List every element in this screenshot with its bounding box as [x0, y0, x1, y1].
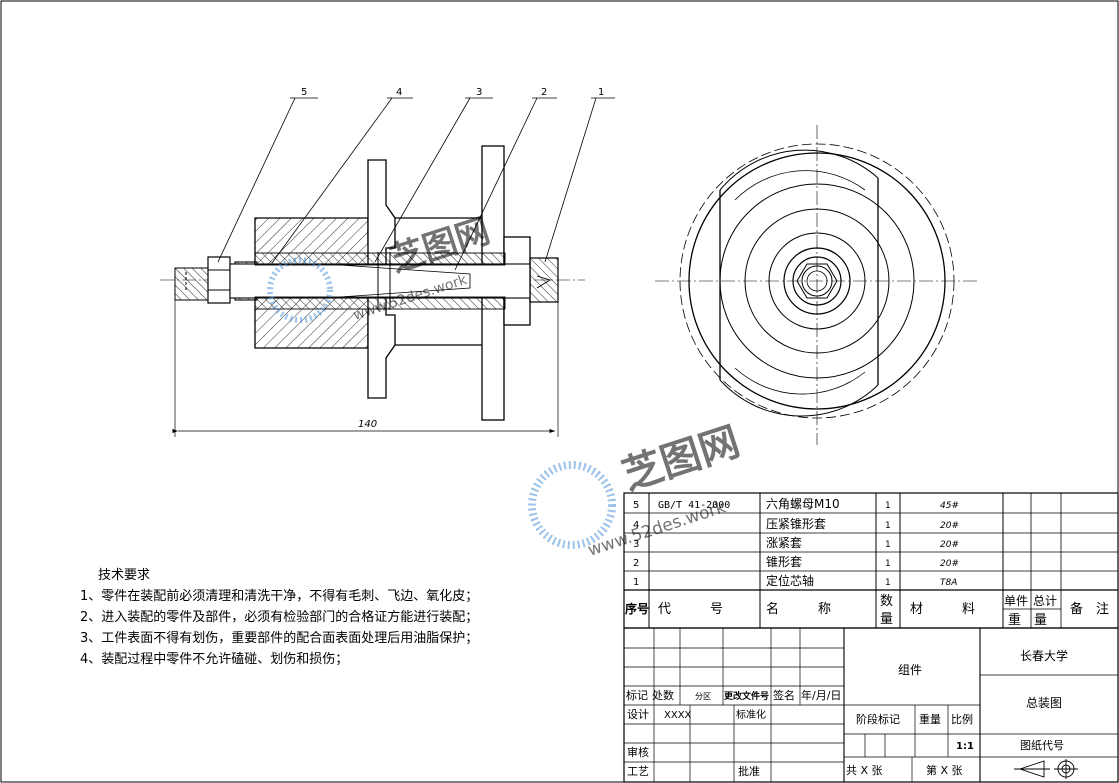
- bom-row: 3 涨紧套 1 20#: [633, 535, 959, 550]
- requirement-item: 4、装配过程中零件不允许磕碰、划伤和损伤；: [80, 652, 349, 667]
- end-view: [655, 125, 980, 445]
- bom-material: T8A: [940, 578, 957, 588]
- bom-name: 涨紧套: [766, 535, 802, 550]
- tb-mark: 标记: [626, 688, 648, 702]
- tb-scale-value: 1:1: [956, 741, 974, 752]
- tb-design: 设计: [627, 708, 649, 721]
- section-view: [160, 145, 585, 421]
- tb-sheet-no: 第 X 张: [926, 763, 963, 777]
- balloon-4: 4: [396, 87, 402, 98]
- tb-date: 年/月/日: [801, 688, 841, 702]
- tb-sheets-total: 共 X 张: [846, 764, 883, 777]
- bom-grid: [623, 492, 1119, 629]
- dimension-overall: [172, 300, 559, 437]
- bom-name: 定位芯轴: [766, 573, 814, 588]
- bom-qty: 1: [885, 540, 891, 550]
- balloon-numbers: 5 4 3 2 1: [301, 87, 604, 98]
- tb-check: 审核: [627, 745, 649, 759]
- tb-university: 长春大学: [1020, 648, 1068, 663]
- title-block-grid: [623, 627, 1119, 783]
- tb-drawing-name: 总装图: [1026, 696, 1062, 710]
- bom-qty: 1: [885, 578, 891, 588]
- bom-header-code: 代 号: [658, 602, 723, 617]
- bom-header-total-weight: 总计: [1033, 594, 1057, 608]
- tb-standardize: 标准化: [736, 708, 766, 721]
- tb-part-name: 组件: [898, 663, 922, 677]
- bom-no: 1: [633, 577, 639, 588]
- balloon-leaders: [217, 97, 615, 271]
- bom-material: 20#: [940, 559, 959, 569]
- bom-header: 序号 代 号 名 称 数 量 材 料 单件 总计 重 量 备 注: [625, 594, 1109, 628]
- requirement-item: 2、进入装配的零件及部件，必须有检验部门的合格证方能进行装配；: [80, 610, 479, 625]
- projection-symbol-icon: [1014, 759, 1078, 779]
- tb-drawing-no: 图纸代号: [1020, 739, 1064, 752]
- requirements-title: 技术要求: [98, 568, 151, 583]
- bom-rows: 5 GB/T 41-2000 六角螺母M10 1 45# 4 压紧锥形套 1 2…: [633, 497, 959, 588]
- bom-header-unit-weight: 单件: [1004, 594, 1028, 608]
- bom-name: 六角螺母M10: [766, 497, 840, 511]
- tb-approve: 批准: [738, 764, 760, 778]
- title-block-text: 标记 处数 分区 更改文件号 签名 年/月/日 设计 XXXX 标准化 审核 工…: [626, 648, 1068, 778]
- bom-name: 锥形套: [766, 555, 802, 569]
- tb-sign: 签名: [773, 688, 795, 702]
- bom-no: 5: [633, 500, 639, 511]
- balloon-2: 2: [541, 87, 547, 98]
- bom-header-qty-top: 数: [880, 594, 893, 609]
- bom-code: GB/T 41-2000: [658, 500, 730, 511]
- tb-stage-mark: 阶段标记: [856, 712, 900, 726]
- bom-no: 3: [633, 539, 639, 550]
- watermark-globe-2: [528, 461, 616, 549]
- bom-qty: 1: [885, 521, 891, 531]
- requirement-item: 1、零件在装配前必须清理和清洗干净，不得有毛刺、飞边、氧化皮；: [80, 589, 479, 604]
- bom-row: 2 锥形套 1 20#: [633, 555, 959, 569]
- bom-header-no: 序号: [625, 601, 649, 616]
- bom-header-material: 材 料: [910, 602, 975, 617]
- requirement-item: 3、工件表面不得有划伤，重要部件的配合面表面处理后用油脂保护；: [80, 631, 479, 646]
- tb-change-doc: 更改文件号: [724, 690, 769, 702]
- bom-qty: 1: [885, 559, 891, 569]
- watermark-globe-1: [267, 257, 333, 323]
- bom-qty: 1: [885, 501, 891, 511]
- tb-weight: 重量: [919, 712, 941, 726]
- bom-material: 45#: [940, 501, 959, 511]
- balloon-3: 3: [476, 87, 482, 98]
- balloon-1: 1: [598, 87, 604, 98]
- bom-header-remark: 备 注: [1070, 601, 1109, 617]
- bom-material: 20#: [940, 540, 959, 550]
- bom-row: 5 GB/T 41-2000 六角螺母M10 1 45#: [633, 497, 959, 511]
- watermark-logo-2: 芝图网: [617, 419, 745, 500]
- bom-header-weight: 重 量: [1008, 612, 1047, 628]
- bom-no: 2: [633, 558, 639, 569]
- tb-zone: 分区: [695, 692, 711, 701]
- tb-designer: XXXX: [664, 710, 692, 721]
- bom-no: 4: [633, 520, 639, 531]
- bom-name: 压紧锥形套: [766, 517, 826, 531]
- bom-header-name: 名 称: [766, 601, 831, 617]
- bom-row: 4 压紧锥形套 1 20#: [633, 517, 959, 531]
- tb-count: 处数: [652, 689, 674, 702]
- tb-process: 工艺: [627, 765, 649, 778]
- tb-scale: 比例: [951, 712, 973, 726]
- balloon-5: 5: [301, 87, 307, 98]
- dimension-140: 140: [358, 419, 377, 430]
- bom-material: 20#: [940, 521, 959, 531]
- bom-row: 1 定位芯轴 1 T8A: [633, 573, 957, 588]
- bom-header-qty-bottom: 量: [880, 612, 893, 627]
